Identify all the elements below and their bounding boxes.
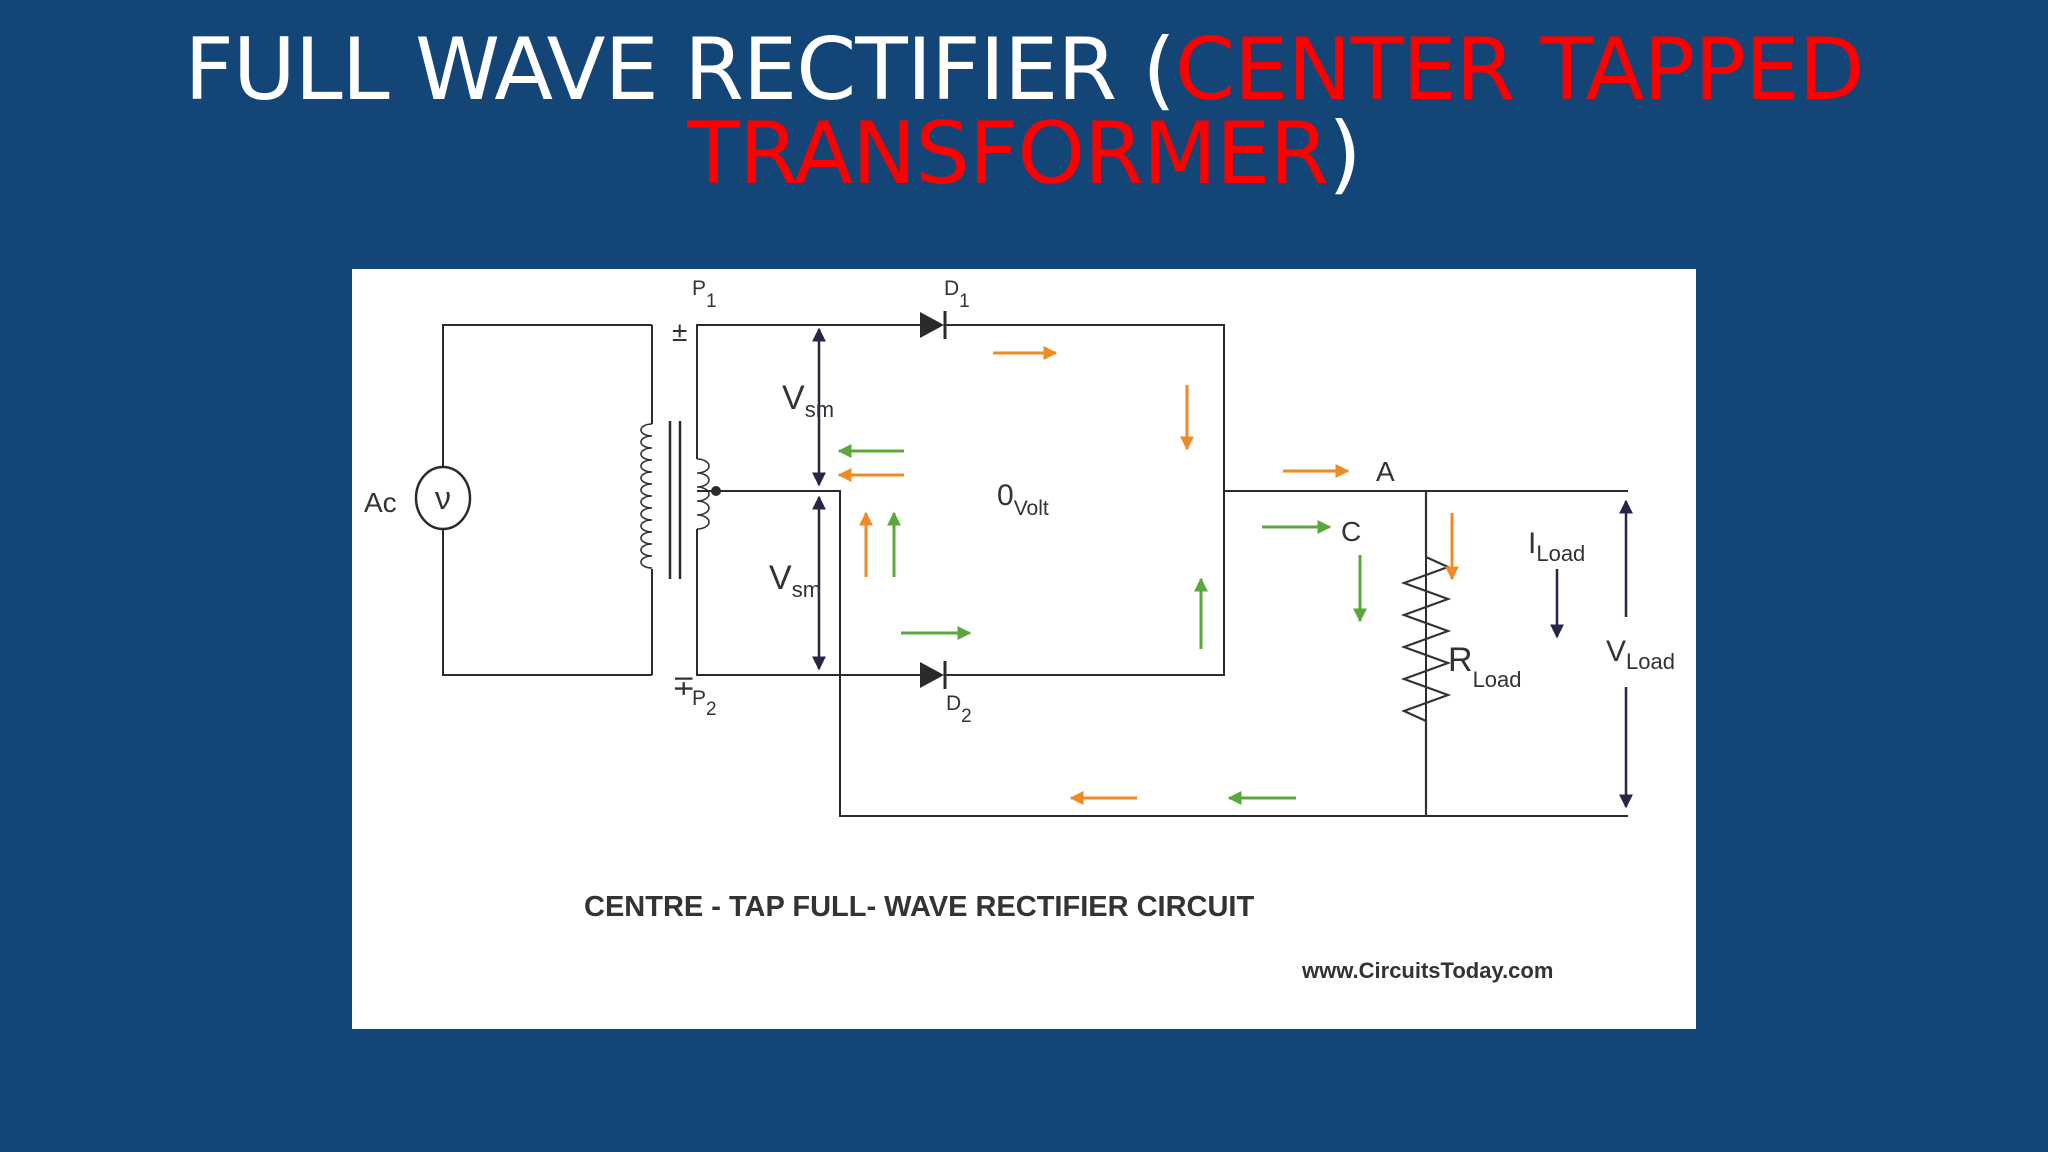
circuit-figure: ν Ac (352, 269, 1696, 1029)
v-load-label: VLoad (1606, 635, 1675, 674)
primary-wiring (442, 324, 653, 676)
center-tap-node (711, 486, 721, 496)
title-part2: ) (1328, 104, 1362, 204)
title-part1: FULL WAVE RECTIFIER ( (184, 20, 1176, 120)
voltage-arrows (812, 327, 1633, 809)
d2-label: D2 (946, 692, 972, 727)
ac-source-circle (414, 465, 472, 531)
circuit-diagram: ν Ac (364, 277, 1675, 983)
diode-d1 (920, 311, 947, 339)
primary-coil (640, 423, 653, 569)
transformer (640, 421, 710, 579)
ac-source-symbol: ν (435, 480, 451, 516)
p2-label: P2 (692, 687, 717, 720)
r-load-label: RLoad (1448, 641, 1522, 692)
diagram-caption: CENTRE - TAP FULL- WAVE RECTIFIER CIRCUI… (584, 891, 1254, 923)
zero-volt-label: 0Volt (997, 479, 1049, 520)
source-credit: www.CircuitsToday.com (1301, 958, 1553, 983)
ac-source: ν Ac (364, 465, 472, 531)
p1-label: P1 (692, 277, 717, 312)
i-load-label: ILoad (1528, 527, 1585, 566)
load-resistor (1400, 491, 1452, 816)
vsm-top-label: Vsm (782, 379, 834, 422)
polarity-bottom: ∓ (672, 670, 695, 701)
node-c-label: C (1341, 516, 1361, 547)
green-current-arrows (837, 444, 1367, 805)
secondary-coil (696, 458, 710, 530)
orange-current-arrows (837, 346, 1459, 805)
slide-title: FULL WAVE RECTIFIER (CENTER TAPPED TRANS… (0, 27, 2048, 197)
vload-label-bg (1592, 617, 1662, 687)
ac-source-label: Ac (364, 487, 397, 518)
circuit-labels: P1 P2 ± ∓ D1 D2 Vsm Vsm 0Volt A C ILoad … (672, 277, 1675, 727)
node-a-label: A (1376, 456, 1395, 487)
rectifier-wiring (696, 324, 1628, 817)
d1-label: D1 (944, 277, 970, 312)
title-highlight: CENTER TAPPED TRANSFORMER (687, 20, 1864, 204)
polarity-top: ± (672, 316, 687, 347)
diode-d2 (920, 661, 947, 689)
vsm-bottom-label: Vsm (769, 559, 821, 602)
